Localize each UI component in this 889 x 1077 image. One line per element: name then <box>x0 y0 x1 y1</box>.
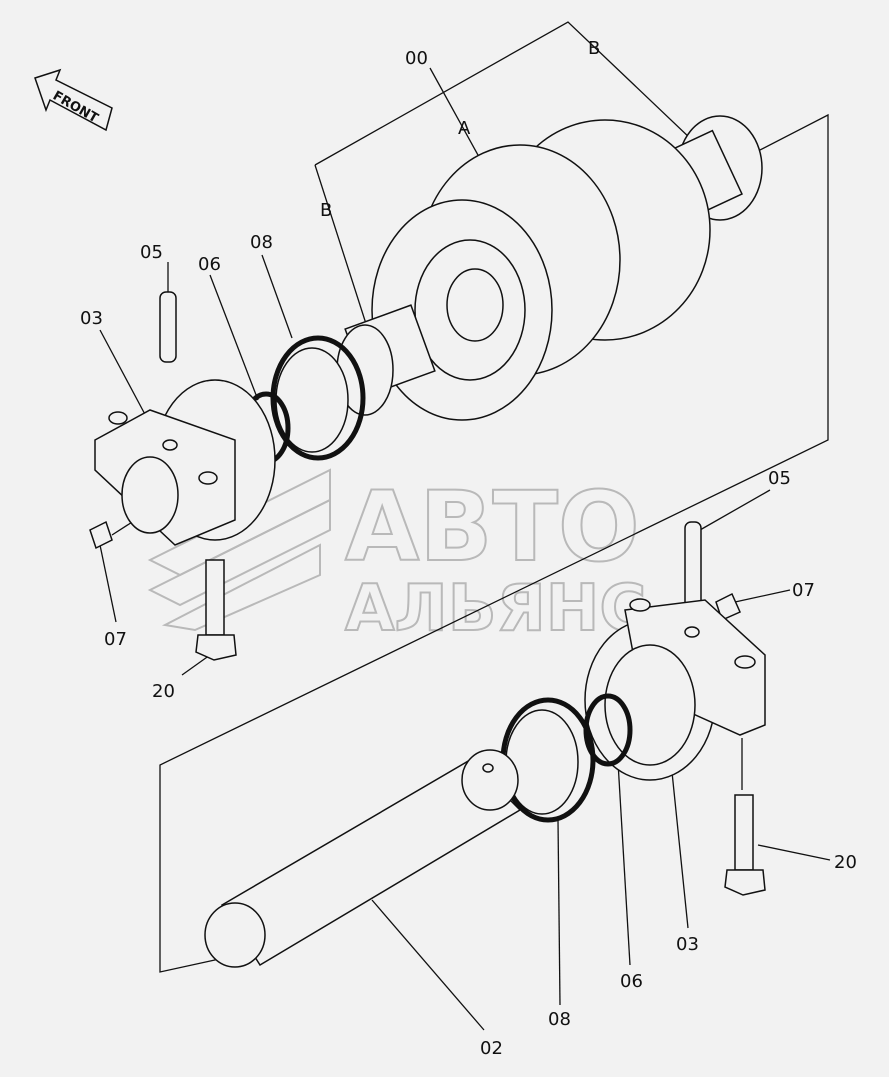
group-frame <box>159 21 829 973</box>
callout-05-right: 05 <box>768 468 791 489</box>
bolt-20-left <box>195 559 237 661</box>
plug-07-left <box>89 520 113 550</box>
front-arrow-icon: FRONT <box>34 68 113 132</box>
callout-07-left: 07 <box>104 629 127 650</box>
callout-08-right: 08 <box>548 1009 571 1030</box>
roller-assembly-00 <box>336 115 763 421</box>
callout-08-left: 08 <box>250 232 273 253</box>
callout-03-right: 03 <box>676 934 699 955</box>
callout-b-left: B <box>320 200 332 221</box>
callout-03-left: 03 <box>80 308 103 329</box>
bolt-20-right <box>724 794 766 896</box>
seal-08-right <box>500 697 596 823</box>
collar-03-left <box>94 379 276 546</box>
pin-05-left <box>159 291 177 363</box>
watermark-logo-icon <box>147 468 331 632</box>
callout-20-left: 20 <box>152 681 175 702</box>
collar-03-right <box>584 598 766 781</box>
callout-00: 00 <box>405 48 428 69</box>
callout-07-right: 07 <box>792 580 815 601</box>
callout-06-left: 06 <box>198 254 221 275</box>
watermark-line1: АВТО <box>345 471 640 583</box>
shaft-02 <box>204 749 522 968</box>
callout-20-right: 20 <box>834 852 857 873</box>
callout-a: A <box>458 118 471 139</box>
callout-b-top: B <box>588 38 600 59</box>
callout-labels: 00 A B B 05 06 08 03 07 20 05 07 20 03 0… <box>80 38 857 1059</box>
watermark-line2: АЛЬЯНС <box>345 572 646 646</box>
callout-05-left: 05 <box>140 242 163 263</box>
callout-06-right: 06 <box>620 971 643 992</box>
callout-02: 02 <box>480 1038 503 1059</box>
watermark: АВТО АЛЬЯНС <box>147 468 647 647</box>
